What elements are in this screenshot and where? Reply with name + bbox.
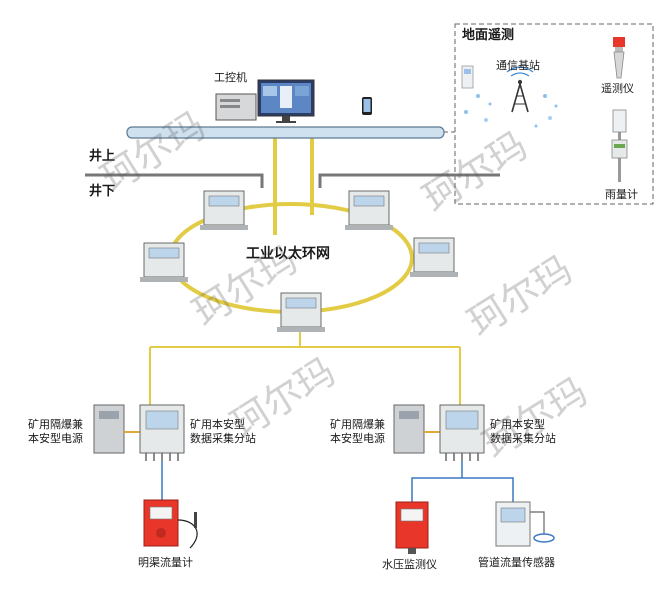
power-supply-right-icon [393, 404, 425, 454]
ring-network-label: 工业以太环网 [246, 246, 330, 262]
channel-flowmeter-icon [143, 499, 198, 549]
remote-telemetry-area [454, 23, 654, 205]
water-pressure-monitor-icon [395, 501, 429, 554]
pipe-flow-sensor-icon [495, 501, 555, 547]
ring-switch-left [140, 242, 188, 282]
small-meter-icon [461, 65, 474, 89]
substation-left-label: 矿用本安型 数据采集分站 [190, 418, 256, 445]
ring-switch-right [410, 237, 458, 277]
ground-line-right [318, 173, 500, 188]
channel-flowmeter-label: 明渠流量计 [138, 556, 193, 569]
power-supply-left-icon [93, 404, 125, 454]
ring-switch-top-left [200, 190, 248, 230]
remote-area-title: 地面遥测 [462, 28, 515, 43]
power-supply-left-label: 矿用隔爆兼 本安型电源 [28, 418, 83, 445]
ring-switch-bottom [277, 292, 325, 332]
above-ground-label: 井上 [89, 149, 116, 164]
mobile-phone-icon [362, 97, 372, 115]
substation-right-icon [439, 404, 485, 461]
link-right-sensors [411, 461, 514, 502]
ethernet-bus [126, 126, 445, 139]
remote-meter-label: 遥测仪 [601, 82, 634, 95]
substation-left-icon [139, 404, 185, 461]
pipe-flow-sensor-label: 管道流量传感器 [478, 556, 555, 569]
communication-tower-icon [464, 66, 558, 128]
power-supply-right-label: 矿用隔爆兼 本安型电源 [330, 418, 385, 445]
substation-right-label: 矿用本安型 数据采集分站 [490, 418, 556, 445]
industrial-pc-label: 工控机 [214, 71, 247, 84]
rain-gauge-icon [611, 109, 628, 182]
ground-line-left [85, 173, 264, 188]
ring-switch-top-right [345, 190, 393, 230]
below-ground-label: 井下 [89, 184, 116, 199]
industrial-pc-icon [215, 79, 315, 123]
rain-gauge-label: 雨量计 [605, 188, 638, 201]
base-station-label: 通信基站 [496, 59, 540, 72]
remote-meter-icon [613, 37, 625, 79]
water-pressure-monitor-label: 水压监测仪 [382, 558, 437, 571]
